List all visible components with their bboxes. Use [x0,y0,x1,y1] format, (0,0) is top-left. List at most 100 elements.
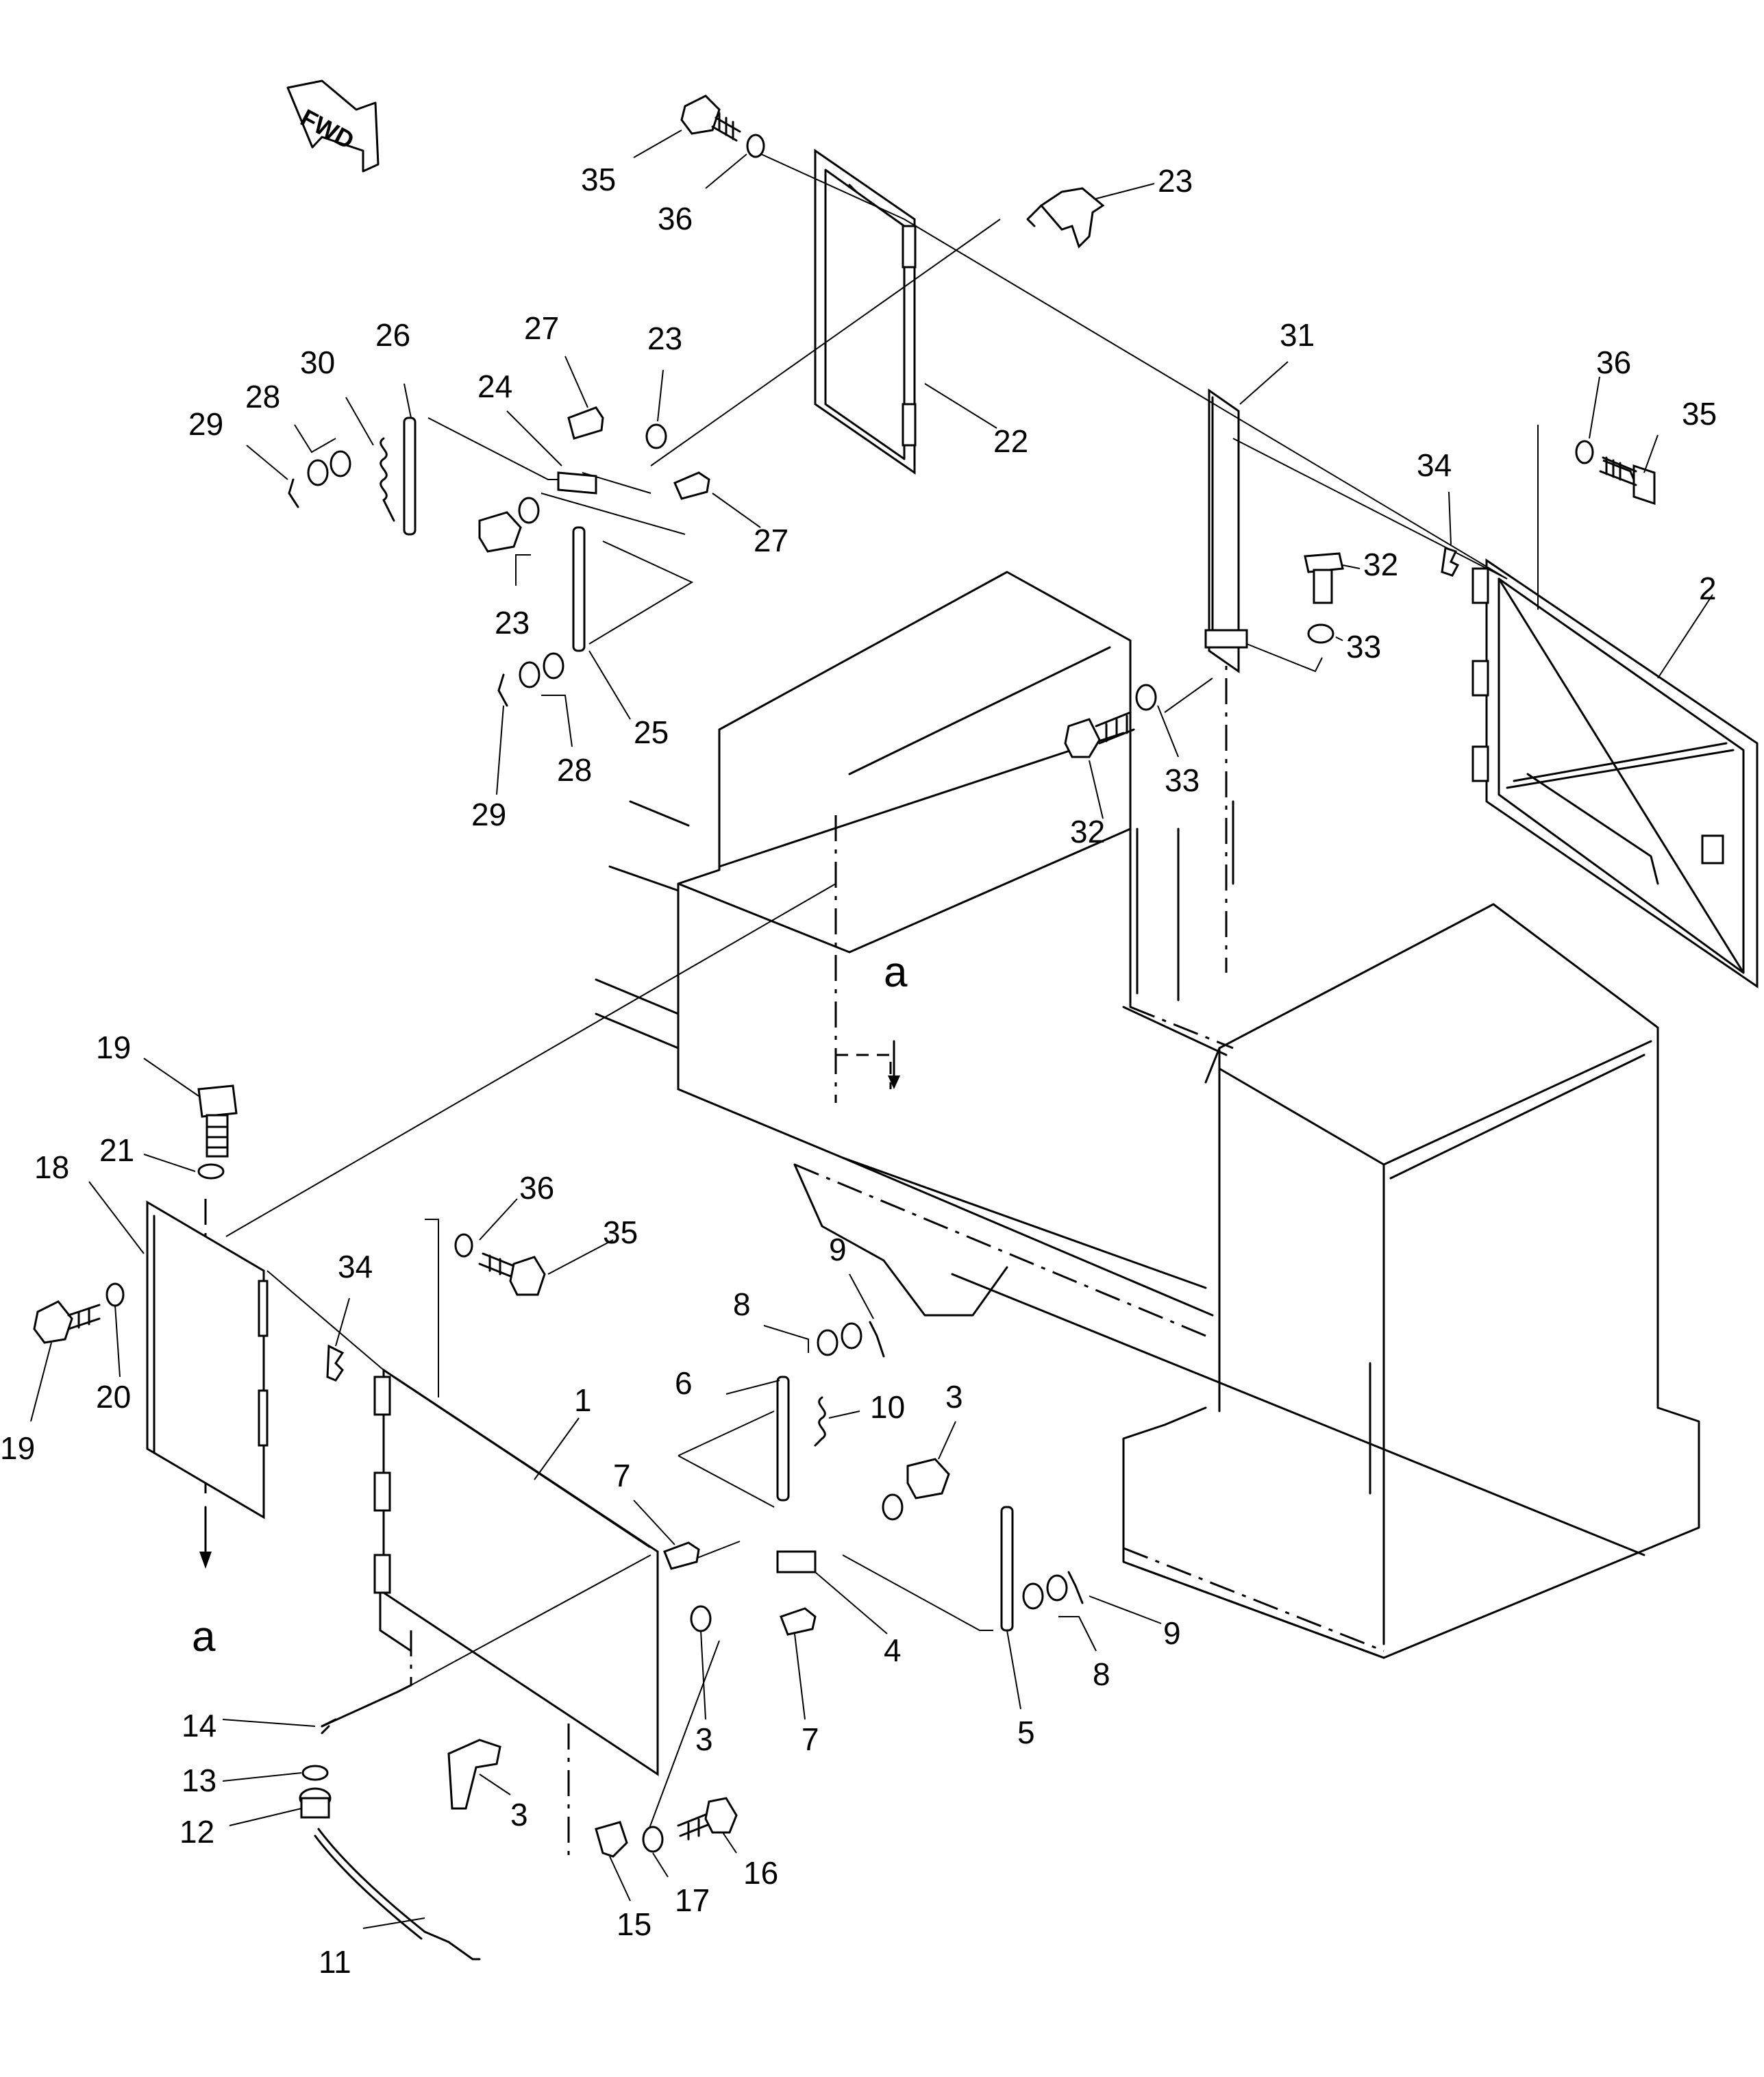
callout-17: 17 [675,1882,710,1918]
callout-14: 14 [182,1708,216,1743]
callout-9: 9 [829,1232,847,1267]
callout-13: 13 [182,1763,216,1798]
washer-33b-icon [1135,684,1157,711]
callout-36: 36 [658,201,693,236]
door-frame-2 [1471,558,1759,988]
bolt-19b-icon [33,1300,101,1344]
callout-16: 16 [743,1855,778,1891]
callout-21: 21 [99,1132,134,1168]
pin-9a-icon [869,1321,885,1358]
callout-3: 3 [945,1379,963,1415]
machine-body [595,571,1700,1659]
clip-34b-icon [326,1344,345,1382]
rod-26-icon [403,416,417,536]
spring-10-icon [814,1396,826,1447]
callout-27: 27 [524,310,559,346]
rod-5-icon [1000,1506,1014,1632]
callout-26: 26 [375,317,410,353]
washer-17-icon [642,1826,664,1853]
pin-29a-icon [288,478,299,508]
callout-29: 29 [471,797,506,832]
washer-23b-icon [645,423,667,449]
grommet-12-body [300,1797,330,1819]
pin-9b-icon [1067,1571,1084,1604]
callout-25: 25 [634,714,669,750]
washer-20-icon [105,1282,125,1307]
alignment-lines [199,445,1228,1863]
assembly-lines [225,150,1539,1843]
pin-7b-icon [780,1607,817,1636]
callout-33: 33 [1346,629,1381,664]
callout-leaders [30,129,1713,1929]
callout-34: 34 [338,1249,373,1284]
side-panel-18 [146,1200,269,1519]
bolt-19a-icon [197,1084,238,1158]
callout-22: 22 [993,423,1028,459]
callout-2: 2 [1699,571,1717,606]
callout-4: 4 [884,1632,902,1668]
bracket-24-icon [557,471,597,495]
bolt-35b-icon [1632,464,1656,506]
clip-34a-icon [1441,547,1460,577]
clip-15-icon [595,1821,628,1858]
callout-9: 9 [1163,1615,1181,1651]
callout-10: 10 [870,1389,905,1425]
section-mark-a-top: a [884,949,908,996]
washer-36c-icon [454,1233,473,1258]
washer-33a-icon [1307,623,1334,644]
washer-13-icon [301,1765,329,1781]
bolt-35-top-icon [680,95,741,142]
pin-29b-icon [497,673,508,707]
bracket-4-icon [776,1550,817,1574]
door-panel-22 [814,149,917,475]
callout-23: 23 [647,321,682,356]
washer-8c-icon [1022,1582,1044,1610]
callout-35: 35 [1682,396,1717,432]
washer-28b-icon [330,450,351,477]
callout-32: 32 [1070,814,1105,849]
callout-6: 6 [675,1365,693,1401]
callout-35: 35 [603,1215,638,1250]
nut-23c-icon [478,511,522,553]
callout-1: 1 [574,1382,592,1418]
rod-25-icon [572,526,586,652]
section-mark-a-bottom: a [192,1613,216,1661]
callout-19: 19 [0,1430,35,1466]
nut-3-icon [906,1458,950,1500]
washer-8b-icon [841,1322,862,1350]
callout-8: 8 [733,1286,751,1322]
washer-3a-icon [882,1493,904,1521]
callout-12: 12 [179,1814,214,1850]
rod-6-icon [776,1376,790,1502]
pin-27a-icon [567,406,604,440]
callout-30: 30 [300,345,335,380]
fwd-arrow-icon: FWD [286,79,380,173]
washer-3b-icon [690,1605,712,1632]
callout-18: 18 [34,1149,69,1185]
bolt-32a-icon [1304,552,1344,604]
bolt-35b-shaft [1602,459,1635,480]
bolt-32b-icon [1064,711,1135,758]
lever-23-top-icon [1026,187,1105,249]
fwd-label: FWD [296,103,359,155]
washer-28d-icon [543,652,564,680]
callout-34: 34 [1417,447,1452,483]
bolt-16-icon [677,1797,738,1841]
washer-36b-icon [1575,440,1594,464]
callout-27: 27 [754,523,788,558]
callout-8: 8 [1093,1656,1110,1692]
rod-11-icon [317,1828,481,1961]
hinge-bracket-31 [1204,388,1248,673]
pin-27b-icon [673,471,710,500]
callout-31: 31 [1280,317,1315,353]
door-panel-1 [373,1368,659,1776]
callout-5: 5 [1017,1715,1035,1750]
washer-8d-icon [1046,1574,1068,1602]
callout-24: 24 [477,369,512,404]
callout-29: 29 [188,406,223,442]
callout-33: 33 [1165,762,1200,798]
washer-28c-icon [519,661,541,688]
washer-21-icon [197,1163,225,1180]
